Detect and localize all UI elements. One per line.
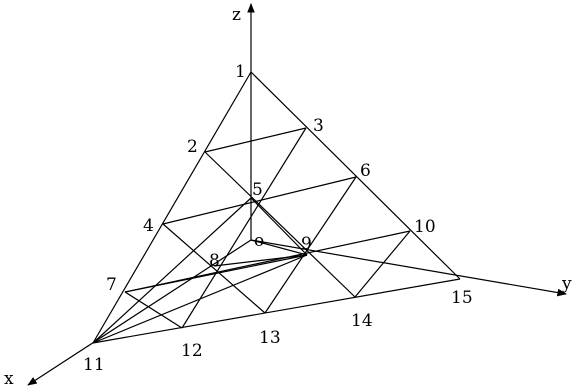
- node-label-2: 2: [187, 137, 198, 157]
- line-11-9: [92, 254, 308, 344]
- node-label-11: 11: [83, 355, 105, 375]
- diag-7-12: [124, 291, 183, 329]
- node-label-6: 6: [360, 161, 371, 181]
- axis-labels: z x y o: [4, 5, 572, 389]
- node-label-12: 12: [181, 341, 203, 361]
- grid-lines: [92, 71, 461, 344]
- node-label-1: 1: [235, 62, 246, 82]
- node-label-7: 7: [106, 275, 117, 295]
- node-label-13: 13: [259, 328, 281, 348]
- x-axis: [27, 239, 252, 386]
- line-5-11: [92, 197, 252, 344]
- diag-2-14: [204, 151, 356, 298]
- row-4-6: [162, 176, 357, 225]
- node-label-3: 3: [313, 116, 324, 136]
- line-8-9: [213, 254, 308, 267]
- row-2-3: [204, 127, 307, 153]
- node-label-9: 9: [301, 234, 312, 254]
- edge-1-15: [250, 71, 461, 280]
- diag-10-14: [354, 230, 411, 298]
- node-label-15: 15: [451, 288, 473, 308]
- origin-label: o: [254, 231, 264, 251]
- line-5-9: [250, 197, 308, 256]
- x-axis-label: x: [4, 369, 14, 389]
- node-label-14: 14: [351, 311, 373, 331]
- line-7-9: [124, 254, 308, 293]
- line-o-9: [250, 239, 308, 256]
- node-label-5: 5: [252, 180, 263, 200]
- node-label-8: 8: [209, 251, 220, 271]
- axes: [27, 3, 567, 386]
- inner-lines: [92, 197, 308, 344]
- edge-11-15: [92, 278, 461, 344]
- node-labels: 1 2 3 4 5 6 7 8 9 10 11 12 13 14 15: [83, 62, 473, 375]
- diag-3-12: [181, 127, 307, 329]
- z-axis-label: z: [232, 5, 241, 25]
- node-label-10: 10: [414, 217, 436, 237]
- y-axis: [250, 239, 567, 297]
- diag-4-13: [162, 223, 266, 314]
- diag-6-13: [264, 176, 357, 314]
- edge-1-11: [92, 71, 252, 344]
- y-axis-label: y: [561, 274, 572, 294]
- node-label-4: 4: [143, 216, 154, 236]
